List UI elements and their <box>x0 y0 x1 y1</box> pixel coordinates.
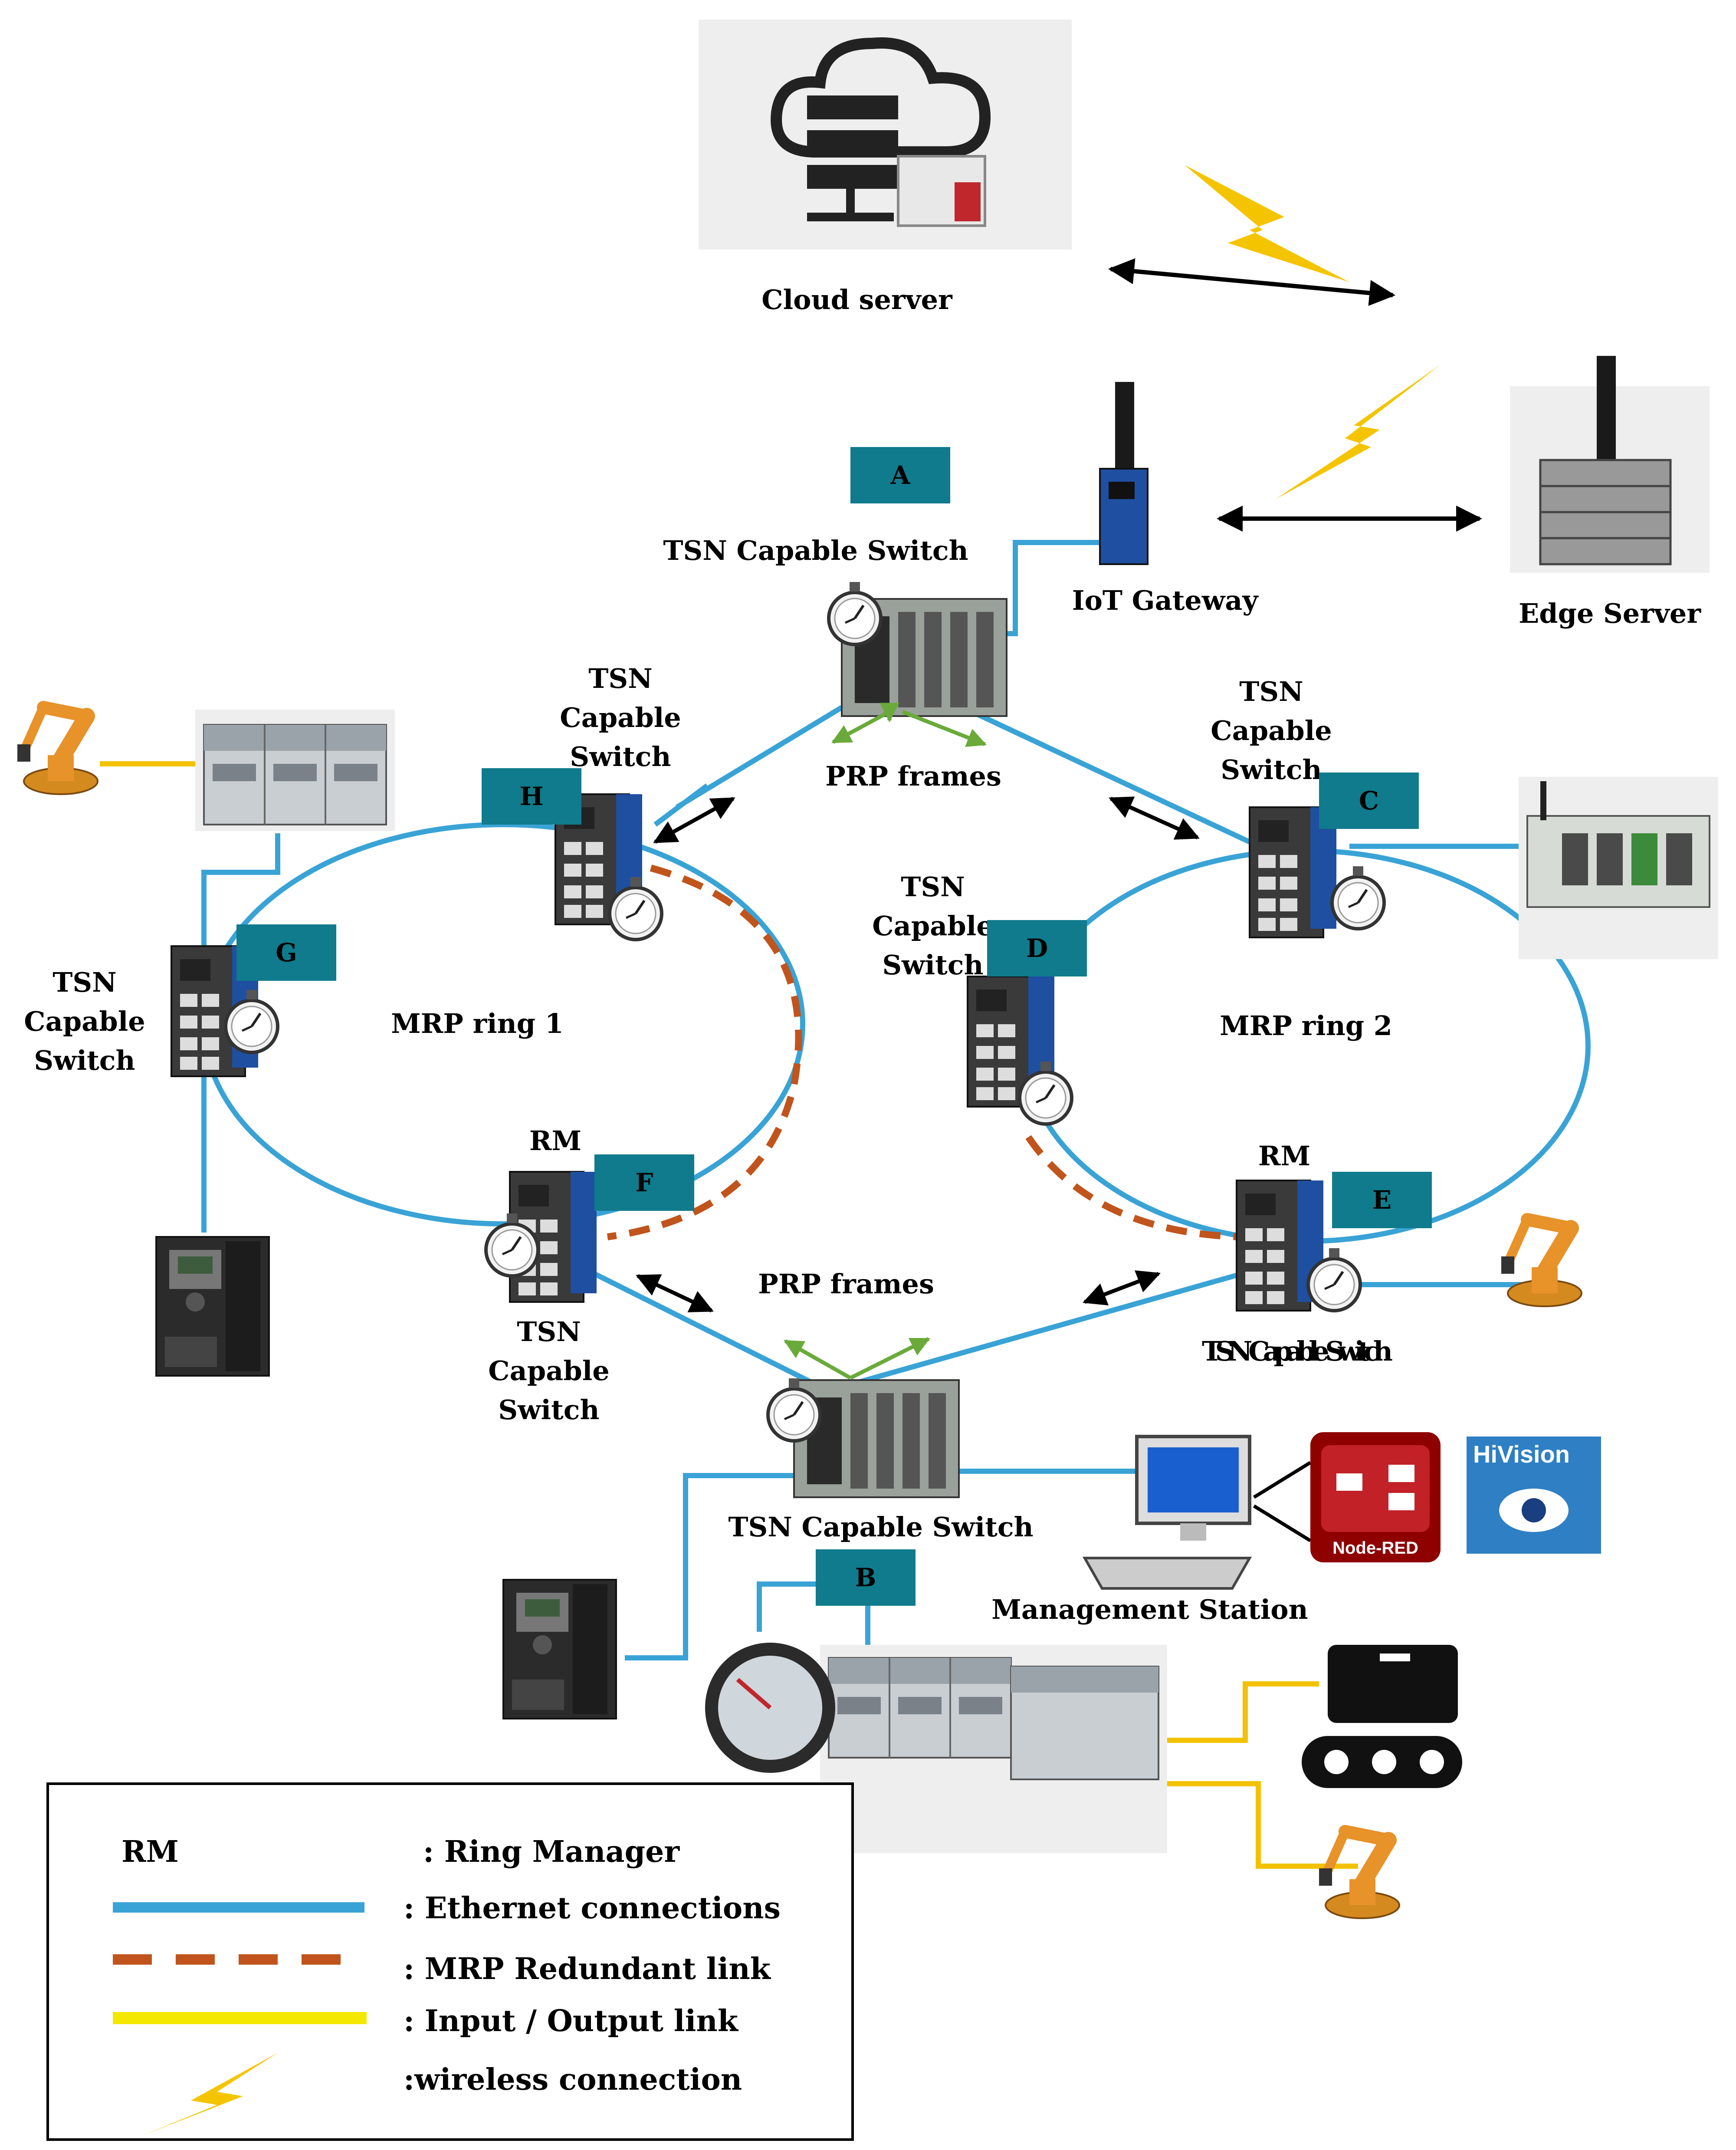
mrp-redundant-ring-2 <box>1025 1135 1241 1240</box>
tsn-switch-b-label: TSN Capable Switch <box>728 1511 1033 1543</box>
mrp-ring-2-label: MRP ring 2 <box>1220 1010 1392 1042</box>
node-tags: A B C D E F G H <box>236 447 1432 1606</box>
node-tag-e: E <box>1332 1172 1432 1228</box>
prp-frames-bottom-arrows <box>784 1337 931 1380</box>
node-tag-b: B <box>816 1549 916 1606</box>
switch-c-label-line3: Switch <box>1221 754 1322 786</box>
robot-arm-icon <box>17 707 98 794</box>
legend: RM : Ring Manager : Ethernet connections… <box>46 1782 854 2141</box>
edge-server-label: Edge Server <box>1519 598 1701 629</box>
robot-arm-icon <box>1319 1831 1399 1918</box>
node-tag-c: C <box>1319 773 1419 829</box>
link-a-to-c <box>971 709 1251 845</box>
plc-right <box>1519 777 1718 959</box>
mrp-redundant-ring-1 <box>607 865 802 1240</box>
iot-gateway <box>1099 382 1149 565</box>
node-tag-f: F <box>594 1154 694 1211</box>
lightning-icon <box>1276 365 1441 499</box>
switch-e-rm-label: RM <box>1258 1140 1310 1172</box>
stopwatch-icon <box>1332 866 1384 929</box>
switch-d-label-line1: TSN <box>901 871 965 903</box>
management-station-pc-icon <box>1082 1435 1252 1590</box>
legend-ethernet-desc: : Ethernet connections <box>404 1891 781 1926</box>
pressure-gauge-icon <box>705 1643 835 1773</box>
prp-arrow-e-b <box>1082 1270 1161 1305</box>
switch-d-label-line3: Switch <box>882 949 983 981</box>
switch-e-label-line1: TSN Capable Switch <box>1202 1335 1393 1367</box>
svg-text:G: G <box>276 938 297 967</box>
tsn-switch-a-label: TSN Capable Switch <box>663 535 968 566</box>
io-links <box>100 761 1358 1869</box>
node-red-logo: Node-RED <box>1310 1432 1441 1562</box>
edge-server <box>1510 356 1710 573</box>
link-a-to-h <box>653 705 843 827</box>
vfd-drive-bottom <box>502 1579 617 1719</box>
svg-text:D: D <box>1026 934 1048 963</box>
svg-text:H: H <box>520 782 544 811</box>
conveyor-icon <box>1302 1645 1462 1788</box>
legend-io-desc: : Input / Output link <box>404 2004 739 2038</box>
io-link-plc-conveyor <box>1167 1681 1319 1743</box>
switch-f-label-line1: TSN <box>517 1316 581 1348</box>
management-station-label: Management Station <box>991 1594 1308 1625</box>
plc-top-left <box>195 710 395 831</box>
mrp-ring-1-label: MRP ring 1 <box>391 1008 564 1039</box>
svg-text:B: B <box>855 1563 876 1592</box>
legend-rm-key: RM <box>121 1834 179 1869</box>
robot-arm-icon <box>1501 1220 1582 1306</box>
prp-arrow-a-c <box>1109 796 1200 840</box>
legend-lightning-icon <box>143 2053 278 2135</box>
switch-c-label-line2: Capable <box>1211 715 1332 746</box>
svg-text:E: E <box>1372 1185 1391 1215</box>
prp-frames-top-arrows <box>831 703 987 747</box>
node-tag-h: H <box>482 768 581 825</box>
vfd-drive-left <box>155 1236 270 1377</box>
switch-c-label-line1: TSN <box>1239 676 1303 707</box>
svg-text:A: A <box>890 460 910 490</box>
switch-h-label-line1: TSN <box>588 663 653 694</box>
legend-rm-desc: : Ring Manager <box>423 1834 680 1869</box>
svg-text:HiVision: HiVision <box>1473 1440 1570 1468</box>
cloud-server-label: Cloud server <box>761 284 953 316</box>
iot-gateway-label: IoT Gateway <box>1072 585 1259 616</box>
node-tag-a: A <box>850 447 950 503</box>
prp-frames-top-label: PRP frames <box>825 760 1001 792</box>
switch-g-label-line3: Switch <box>34 1045 135 1076</box>
wireless-arrow-cloud-edge <box>1108 258 1395 306</box>
switch-d-label-line2: Capable <box>872 910 993 942</box>
switch-f-label-line2: Capable <box>488 1355 609 1387</box>
mrp-redundant-links <box>607 865 1241 1240</box>
cloud-server <box>699 20 1072 250</box>
switch-g-label-line1: TSN <box>53 967 117 998</box>
svg-text:Node-RED: Node-RED <box>1332 1539 1418 1558</box>
mgmt-link-hivision <box>1253 1504 1312 1542</box>
lightning-icon <box>1185 165 1349 282</box>
wireless-links <box>1108 165 1482 532</box>
switch-h-label-line2: Capable <box>560 702 681 733</box>
tsn-switch-b <box>793 1379 960 1498</box>
prp-arrow-f-b <box>636 1274 714 1313</box>
stopwatch-icon <box>829 582 881 644</box>
legend-mrp-desc: : MRP Redundant link <box>404 1952 771 1986</box>
node-tag-g: G <box>236 924 336 981</box>
link-e-to-b <box>850 1269 1250 1387</box>
hivision-logo: HiVision <box>1467 1437 1601 1554</box>
switch-f-label-line3: Switch <box>498 1394 599 1426</box>
legend-wireless-desc: :wireless connection <box>404 2062 742 2097</box>
prp-arrow-h-a <box>653 797 735 844</box>
plc-bottom <box>820 1645 1167 1853</box>
mgmt-link-node-red <box>1253 1461 1312 1499</box>
node-tag-d: D <box>987 920 1087 976</box>
switch-f-rm-label: RM <box>529 1125 581 1157</box>
link-a-to-gateway <box>1007 540 1102 636</box>
link-g-to-plc-left <box>201 833 280 946</box>
svg-text:C: C <box>1359 786 1379 815</box>
switch-g-label-line2: Capable <box>24 1006 145 1037</box>
svg-text:F: F <box>635 1168 653 1197</box>
prp-frames-bottom-label: PRP frames <box>758 1268 934 1300</box>
io-link-plc-robot <box>1167 1781 1358 1869</box>
switch-h-label-line3: Switch <box>570 741 671 773</box>
